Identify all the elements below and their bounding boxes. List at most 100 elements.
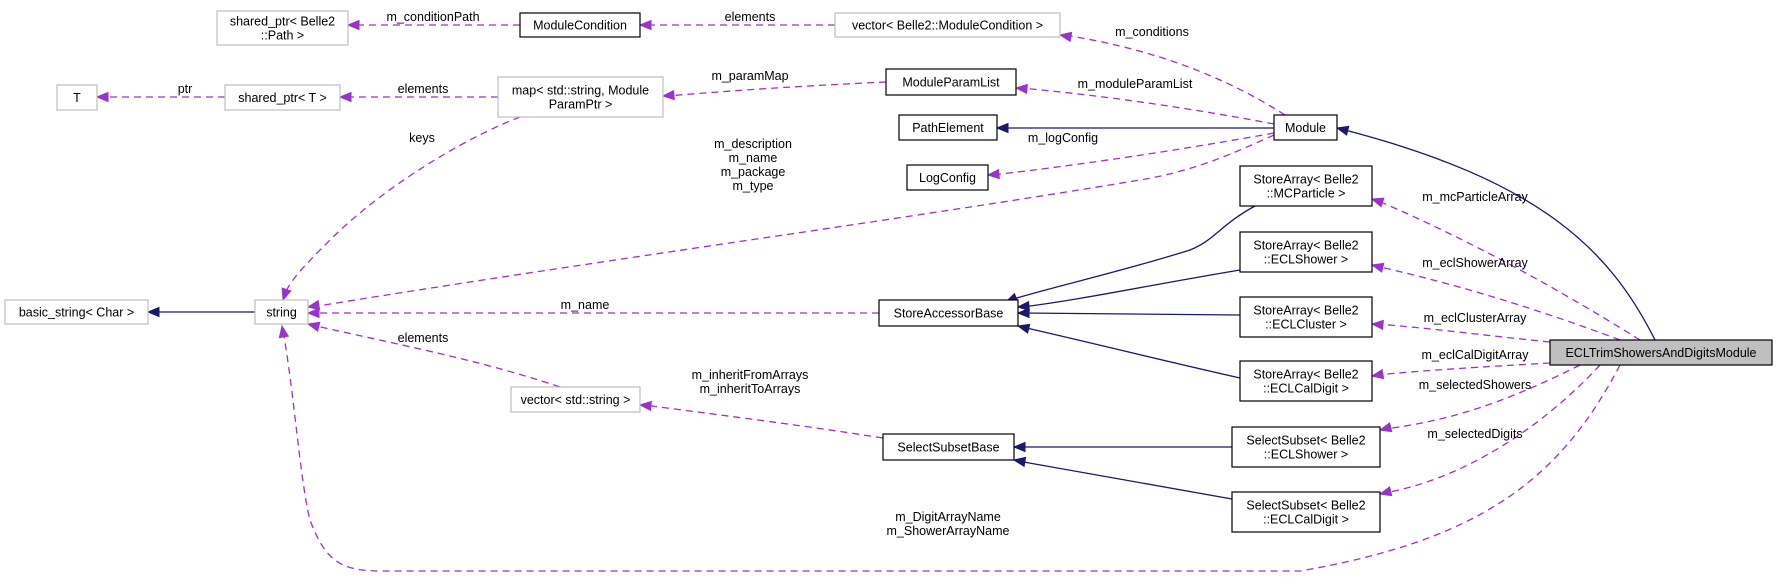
class-node-selectsubset-eclcaldigit[interactable]: SelectSubset< Belle2::ECLCalDigit >	[1231, 491, 1381, 533]
class-node-shared-ptr-path[interactable]: shared_ptr< Belle2::Path >	[216, 10, 349, 46]
usage-edge-module-strings	[306, 134, 1275, 311]
class-node-string[interactable]: string	[254, 299, 309, 325]
edge-label: m_logConfig	[1028, 131, 1098, 145]
class-node-vector-string[interactable]: vector< std::string >	[510, 386, 641, 413]
node-label-line: Module	[1285, 121, 1326, 135]
node-box[interactable]	[906, 164, 989, 191]
edge-label-line: m_inheritToArrays	[700, 382, 801, 396]
arrowhead-icon	[638, 19, 652, 31]
node-box[interactable]	[519, 12, 641, 38]
node-box[interactable]	[878, 299, 1019, 327]
class-node-select-subset-base[interactable]: SelectSubsetBase	[882, 433, 1015, 461]
edge-label-line: m_eclClusterArray	[1424, 311, 1528, 325]
node-label: StoreArray< Belle2::ECLCalDigit >	[1253, 368, 1358, 396]
nodes-layer: shared_ptr< Belle2::Path > ModuleConditio…	[4, 10, 1773, 533]
class-node-vector-module-condition[interactable]: vector< Belle2::ModuleCondition >	[834, 12, 1061, 38]
class-node-t[interactable]: T	[56, 84, 98, 111]
edge-line	[1375, 265, 1621, 341]
node-label-line: StoreArray< Belle2	[1253, 304, 1358, 318]
node-box[interactable]	[834, 12, 1061, 38]
class-node-module[interactable]: Module	[1273, 114, 1338, 141]
edge-label-line: m_conditionPath	[386, 10, 479, 24]
edge-label: m_paramMap	[711, 69, 788, 83]
arrowhead-icon	[281, 287, 292, 302]
node-label-line: ::MCParticle >	[1267, 187, 1346, 201]
node-label: StoreArray< Belle2::ECLCluster >	[1253, 304, 1358, 332]
edge-line	[991, 132, 1275, 176]
edge-label-line: m_name	[561, 298, 610, 312]
arrowhead-icon	[1370, 368, 1385, 380]
node-box[interactable]	[882, 433, 1015, 461]
node-box[interactable]	[1273, 114, 1338, 141]
edge-line	[1383, 364, 1601, 494]
node-label-line: vector< Belle2::ModuleCondition >	[852, 19, 1043, 33]
class-node-ecl-trim[interactable]: ECLTrimShowersAndDigitsModule	[1549, 339, 1773, 366]
edge-label: m_eclClusterArray	[1424, 311, 1528, 325]
arrowhead-icon	[1378, 486, 1393, 497]
edge-label-line: keys	[409, 131, 435, 145]
node-box[interactable]	[56, 84, 98, 111]
node-label: ModuleParamList	[902, 76, 1000, 90]
node-label: SelectSubset< Belle2::ECLCalDigit >	[1246, 499, 1365, 527]
class-node-path-element[interactable]: PathElement	[898, 114, 998, 141]
edge-label-line: elements	[398, 331, 449, 345]
node-label: basic_string< Char >	[19, 306, 134, 320]
class-node-module-condition[interactable]: ModuleCondition	[519, 12, 641, 38]
node-box[interactable]	[1231, 426, 1381, 468]
class-node-basic-string[interactable]: basic_string< Char >	[4, 299, 149, 325]
node-box[interactable]	[885, 68, 1017, 96]
node-label-line: ::ECLShower >	[1264, 253, 1348, 267]
class-node-storearray-eclcaldigit[interactable]: StoreArray< Belle2::ECLCalDigit >	[1239, 360, 1373, 402]
edge-label-line: elements	[398, 82, 449, 96]
inheritance-edge-basic-string	[146, 306, 255, 318]
node-box[interactable]	[1239, 296, 1373, 338]
class-node-store-accessor-base[interactable]: StoreAccessorBase	[878, 299, 1019, 327]
edge-label: m_mcParticleArray	[1422, 190, 1528, 204]
usage-edge-logconfig	[986, 132, 1275, 180]
class-node-selectsubset-eclshower[interactable]: SelectSubset< Belle2::ECLShower >	[1231, 426, 1381, 468]
edge-label: elements	[398, 82, 449, 96]
node-label-line: ::ECLCluster >	[1265, 318, 1347, 332]
node-box[interactable]	[1239, 231, 1373, 273]
usage-edge-map-elements	[338, 91, 498, 103]
class-node-storearray-eclshower[interactable]: StoreArray< Belle2::ECLShower >	[1239, 231, 1373, 273]
node-box[interactable]	[510, 386, 641, 413]
edge-line	[666, 81, 887, 97]
edge-line	[1375, 323, 1551, 343]
class-node-log-config[interactable]: LogConfig	[906, 164, 989, 191]
arrowhead-icon	[1370, 262, 1385, 273]
node-box[interactable]	[216, 10, 349, 46]
edge-label-line: m_DigitArrayName	[895, 510, 1001, 524]
node-box[interactable]	[254, 299, 309, 325]
edge-label-line: ptr	[178, 82, 193, 96]
arrowhead-icon	[1058, 31, 1073, 43]
node-box[interactable]	[1549, 339, 1773, 366]
arrowhead-icon	[338, 91, 352, 103]
node-box[interactable]	[1239, 360, 1373, 402]
arrowhead-icon	[986, 168, 1000, 180]
node-box[interactable]	[1231, 491, 1381, 533]
class-node-shared-ptr-t[interactable]: shared_ptr< T >	[224, 84, 341, 111]
node-box[interactable]	[4, 299, 149, 325]
node-label: PathElement	[912, 121, 984, 135]
class-node-storearray-eclcluster[interactable]: StoreArray< Belle2::ECLCluster >	[1239, 296, 1373, 338]
edge-line	[643, 404, 884, 439]
node-label-line: SelectSubsetBase	[897, 441, 999, 455]
class-node-module-param-list[interactable]: ModuleParamList	[885, 68, 1017, 96]
class-node-storearray-mcparticle[interactable]: StoreArray< Belle2::MCParticle >	[1239, 165, 1373, 207]
edge-label-line: m_selectedDigits	[1427, 427, 1522, 441]
edge-label-line: m_moduleParamList	[1078, 77, 1193, 91]
node-box[interactable]	[1239, 165, 1373, 207]
arrowhead-icon	[306, 299, 321, 311]
arrowhead-icon	[146, 306, 160, 318]
usage-edge-conditions	[1058, 31, 1286, 116]
edge-label-line: m_logConfig	[1028, 131, 1098, 145]
node-box[interactable]	[224, 84, 341, 111]
node-label-line: SelectSubset< Belle2	[1246, 499, 1365, 513]
arrowhead-icon	[346, 19, 360, 31]
node-box[interactable]	[898, 114, 998, 141]
node-label-line: LogConfig	[919, 171, 976, 185]
inheritance-edge-sa-sh-base	[1016, 269, 1241, 312]
node-box[interactable]	[497, 76, 664, 118]
